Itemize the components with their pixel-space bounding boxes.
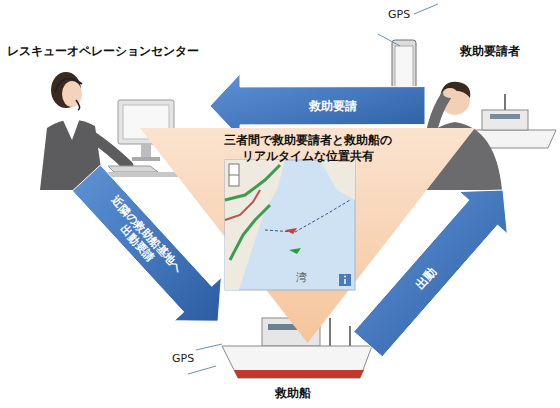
map-image: [225, 160, 355, 290]
map-road: [230, 205, 270, 260]
gps-signal-line: [414, 4, 438, 14]
map-info-icon: [339, 274, 351, 286]
shared-position-area-node: 三者間で救助要請者と救助船の リアルタイムな位置共有: [140, 128, 475, 343]
keyboard: [108, 166, 158, 172]
requester-node: 救助要請者: [425, 42, 555, 190]
requester-hair: [440, 82, 470, 98]
triangle-fill: [140, 128, 475, 343]
arrow-label: 出動: [412, 265, 439, 293]
operator-collar: [62, 118, 80, 140]
background-ship-window: [490, 114, 520, 119]
arrow-label: 近隣の救助船基地へ 出動要請: [97, 191, 188, 287]
monitor-stand: [141, 144, 151, 158]
gps-signal-line: [188, 366, 216, 374]
ship-mast: [329, 318, 331, 346]
monitor-foot: [132, 157, 160, 161]
node-label: 三者間で救助要請者と救助船の リアルタイムな位置共有: [220, 133, 396, 164]
background-ship-mast: [504, 94, 506, 110]
map-land: [320, 160, 355, 200]
gps-label: GPS: [172, 352, 194, 365]
map-zoom-divider: [229, 175, 239, 176]
rescue-ship-figure: [188, 318, 372, 378]
map-boat-icon: [285, 228, 297, 234]
map-road: [225, 190, 260, 220]
node-label: 救助船: [275, 386, 311, 402]
headset-band: [55, 79, 82, 92]
node-label: 救助要請者: [460, 44, 520, 60]
operator-hair: [51, 72, 81, 108]
ship-hull: [222, 346, 372, 378]
map-zoom-control: [229, 164, 239, 186]
map-road: [225, 165, 280, 200]
gps-signal-line: [196, 344, 222, 350]
rescue-ship-node: 救助船: [218, 312, 368, 404]
map-place-label: 湾: [296, 270, 307, 285]
ship-mast: [349, 326, 351, 346]
smartphone-screen: [395, 46, 413, 88]
map-boat-icon: [289, 248, 301, 254]
gps-signal-line: [378, 34, 400, 46]
map-route: [265, 200, 350, 232]
map-info-glyph: [344, 279, 346, 284]
background-ship-cabin: [482, 110, 528, 130]
headset-mic: [76, 100, 80, 110]
gps-label: GPS: [388, 8, 410, 21]
ship-waterline: [234, 370, 364, 378]
map-sea: [225, 160, 355, 290]
arrow-label: 救助要請: [308, 99, 356, 113]
requester-hand: [443, 88, 457, 98]
map-land: [225, 160, 285, 290]
map-info-glyph: [344, 276, 346, 278]
operator-face: [62, 81, 82, 107]
node-label: レスキューオペレーションセンター: [7, 44, 199, 60]
